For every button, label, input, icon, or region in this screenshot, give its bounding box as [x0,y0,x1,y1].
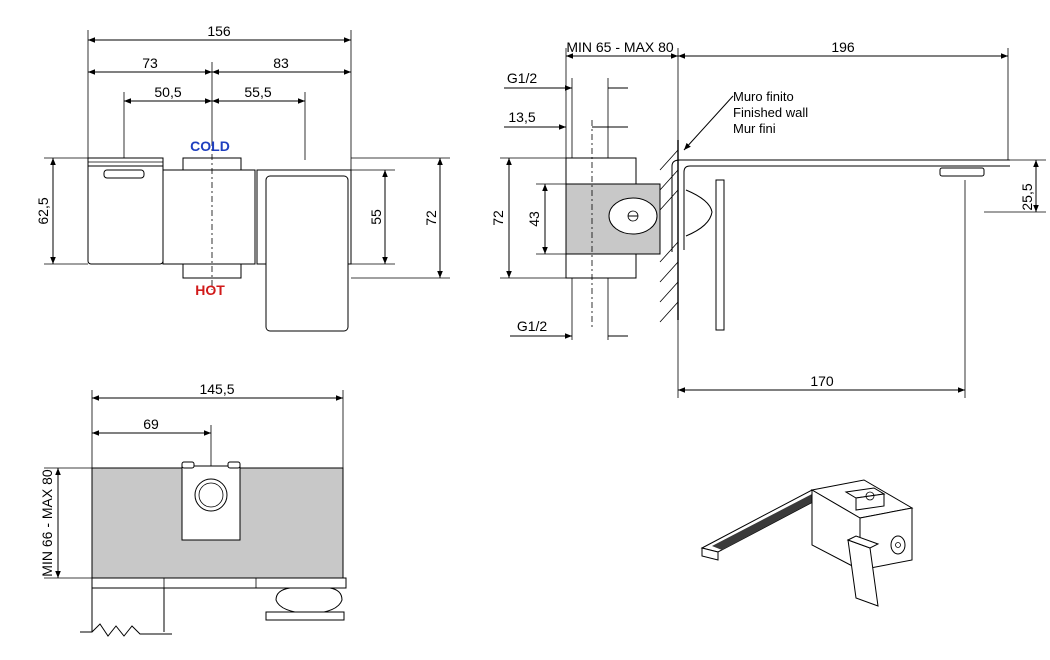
dim-side-offset: 13,5 [508,109,535,125]
dim-front-left-part: 73 [142,55,158,71]
dim-top-depth-range: MIN 66 - MAX 80 [39,469,55,577]
side-view: MIN 65 - MAX 80 196 G1/2 13,5 [490,39,1046,398]
dim-front-right-inner: 55,5 [244,84,271,100]
dim-top-width: 145,5 [199,381,234,397]
label-cold: COLD [190,138,230,154]
dim-side-spout-height: 25,5 [1019,183,1035,210]
wall-label-it: Muro finito [733,89,794,104]
wall-label-fr: Mur fini [733,121,776,136]
dim-side-projection: 170 [810,373,834,389]
dim-side-height: 72 [490,210,506,226]
dim-front-right-part: 83 [273,55,289,71]
dim-front-overall-height: 72 [423,210,439,226]
isometric-view [700,479,914,607]
label-hot: HOT [195,282,225,298]
dim-top-axis: 69 [143,416,159,432]
dim-front-inner-height: 55 [368,209,384,225]
dim-side-wall-range: MIN 65 - MAX 80 [566,39,674,55]
dim-front-left-inner: 50,5 [154,84,181,100]
dim-side-thread-bottom: G1/2 [517,318,548,334]
dim-side-thread-top: G1/2 [507,70,538,86]
dim-side-inner: 43 [526,211,542,227]
wall-label-en: Finished wall [733,105,808,120]
top-view: 145,5 69 MIN 66 - MAX 80 [39,381,347,637]
front-view: 156 73 83 50,5 55,5 COLD HOT 62,5 55 [35,23,450,332]
dim-side-spout-length: 196 [831,39,855,55]
dim-front-overall-width: 156 [207,23,231,39]
dim-front-left-height: 62,5 [35,197,51,224]
